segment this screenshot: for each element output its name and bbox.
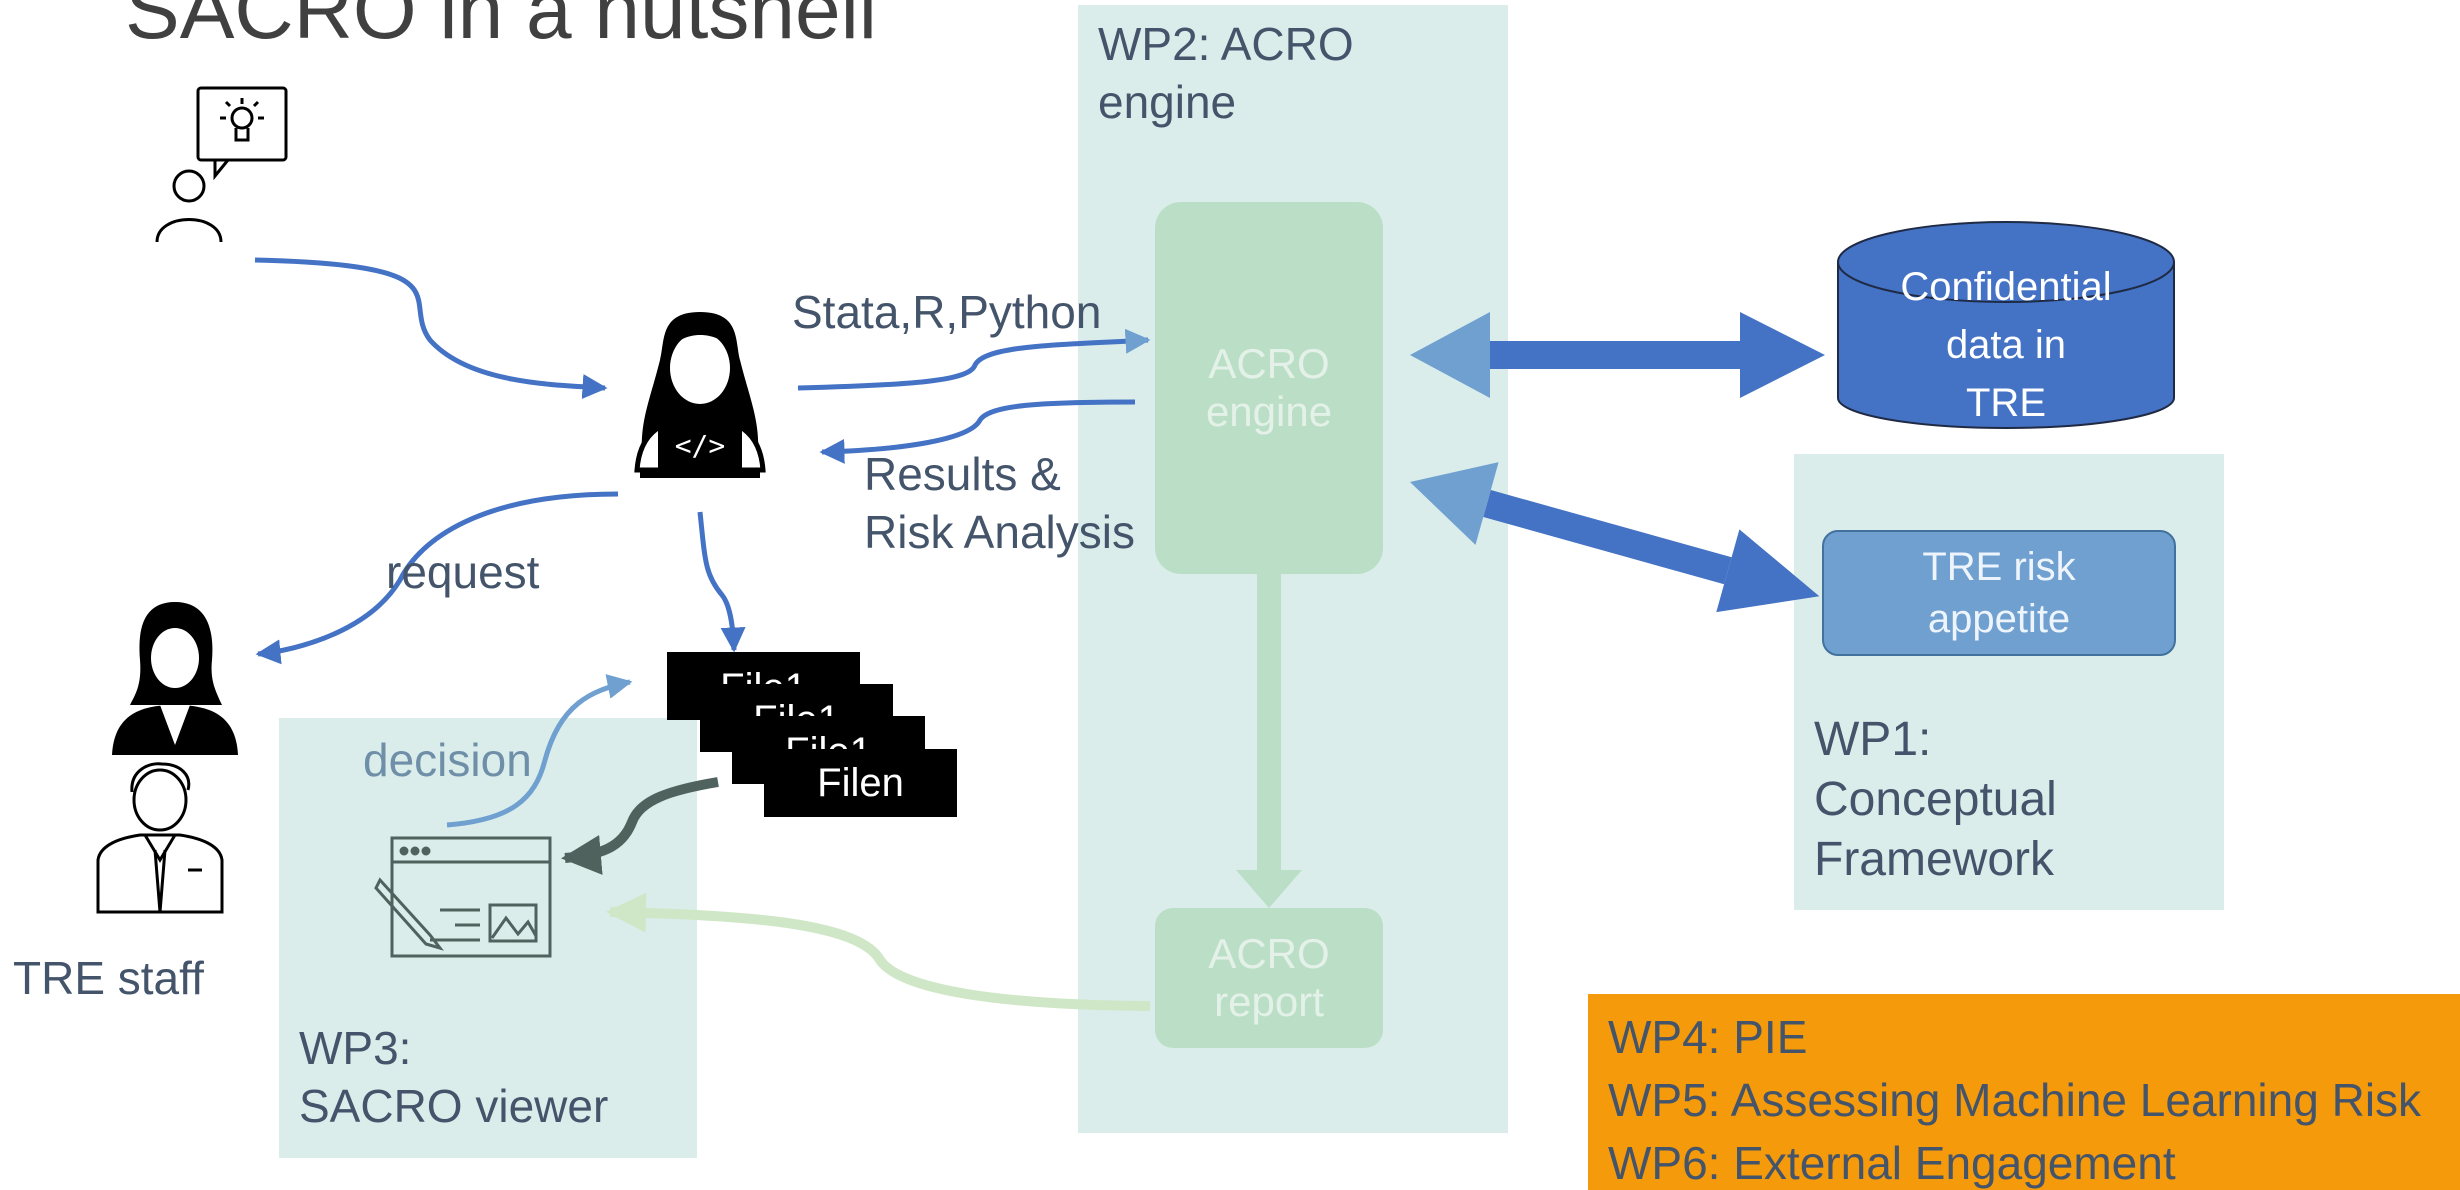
results-arrow [819,399,1136,464]
engine-risk-double-arrow [1410,462,1820,613]
researcher-idea-icon [155,86,288,243]
files-to-viewer-arrow [561,777,719,875]
researcher-laptop-icon: </> [634,312,766,478]
wp6-label: WP6: External Engagement [1608,1137,2176,1189]
wp3-label: WP3:SACRO viewer [299,1022,609,1132]
engine-database-double-arrow [1410,312,1825,398]
request-arrow [255,491,619,665]
acro-report-line1: ACRO [1208,930,1330,977]
code-to-acro-arrow [797,328,1151,391]
report-to-viewer-arrow [606,892,1151,1011]
page-title: SACRO in a nutshell [125,0,878,56]
acro-report-box: ACRO report [1155,908,1383,1048]
tre-staff-woman-icon [112,602,238,755]
tre-staff-man-icon [96,762,224,914]
decision-arrow [446,674,633,828]
wp3-panel [279,718,697,1158]
results-label: Results &Risk Analysis [864,448,1135,558]
engine-to-report-arrow [1236,574,1302,908]
file-card-n: Filen [764,749,957,817]
acro-engine-box: ACRO engine [1155,202,1383,574]
wp5-label: WP5: Assessing Machine Learning Risk [1608,1074,2422,1126]
wp4-label: WP4: PIE [1608,1011,1808,1063]
decision-label: decision [363,734,532,786]
risk-appetite-line2: appetite [1927,597,2071,641]
acro-report-line2: report [1214,978,1324,1025]
researcher-to-files-arrow [697,511,746,653]
other-wps-box: WP4: PIE WP5: Assessing Machine Learning… [1588,994,2460,1190]
acro-engine-line2: engine [1205,388,1333,435]
risk-appetite-line1: TRE risk [1922,545,2076,589]
request-label: request [386,546,540,598]
acro-engine-line1: ACRO [1208,340,1330,387]
svg-text:</>: </> [675,429,726,462]
sacro-viewer-icon [374,836,552,958]
idea-to-researcher-arrow [254,257,608,399]
confidential-database-icon [1837,221,2175,429]
tre-risk-appetite-box: TRE risk appetite [1822,530,2176,656]
languages-label: Stata,R,Python [792,286,1102,338]
tre-staff-label: TRE staff [13,952,204,1004]
